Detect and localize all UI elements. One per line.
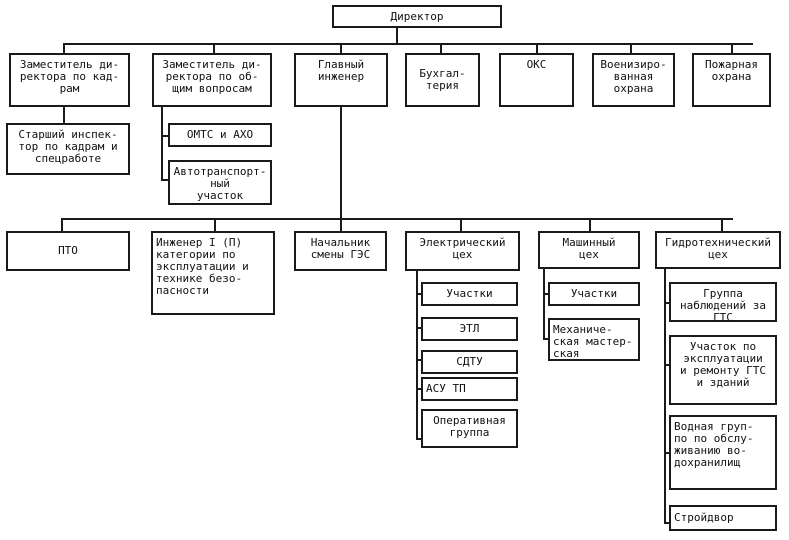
connector [460,218,462,232]
connector [543,293,550,295]
electric-sections-box: Участки [421,282,518,306]
connector [61,218,63,232]
chief-engineer-box: Главный инженер [294,53,388,107]
connector [664,522,670,524]
connector [664,268,666,524]
connector [161,179,169,181]
asu-tp-box: АСУ ТП [421,377,518,401]
hydro-shop-box: Гидротехнический цех [655,231,781,269]
connector [416,438,422,440]
connector [664,452,670,454]
fire-guard-box: Пожарная охрана [692,53,771,107]
connector [61,218,733,220]
gts-repair-box: Участок по эксплуатации и ремонту ГТС и … [669,335,777,405]
etl-box: ЭТЛ [421,317,518,341]
omts-aho-box: ОМТС и АХО [168,123,272,147]
connector [416,327,422,329]
accounting-box: Бухгал- терия [405,53,480,107]
motor-transport-box: Автотранспорт- ный участок [168,160,272,205]
connector [664,364,670,366]
connector [63,106,65,124]
mechanical-workshop-box: Механиче- ская мастер- ская [548,318,640,361]
connector [416,293,422,295]
connector [63,43,753,45]
connector [543,338,550,340]
connector [416,388,422,390]
connector [416,270,418,440]
connector [396,28,398,44]
electric-shop-box: Электрический цех [405,231,520,271]
machine-sections-box: Участки [548,282,640,306]
reservoir-group-box: Водная груп- по по обслу- живанию во- до… [669,415,777,490]
oks-box: ОКС [499,53,574,107]
connector [664,302,670,304]
paramilitary-guard-box: Военизиро- ванная охрана [592,53,675,107]
connector [416,359,422,361]
connector [340,43,342,55]
connector [536,43,538,55]
gts-monitoring-box: Группа наблюдений за ГТС [669,282,777,324]
connector [543,268,545,340]
senior-inspector-box: Старший инспек- тор по кадрам и спецрабо… [6,123,130,175]
connector [214,218,216,232]
connector [213,43,215,55]
pto-box: ПТО [6,231,130,271]
connector [63,43,65,55]
construction-yard-box: Стройдвор [669,505,777,531]
connector [161,135,169,137]
connector [589,218,591,232]
connector [731,43,733,55]
connector [440,43,442,55]
connector [340,106,342,234]
sdtu-box: СДТУ [421,350,518,374]
connector [721,218,723,232]
shift-chief-box: Начальник смены ГЭС [294,231,387,271]
machine-shop-box: Машинный цех [538,231,640,269]
connector [630,43,632,55]
director-box: Директор [332,5,502,28]
operative-group-box: Оперативная группа [421,409,518,448]
deputy-general-box: Заместитель ди- ректора по об- щим вопро… [152,53,272,107]
connector [161,106,163,181]
safety-engineer-box: Инженер I (П) категории по эксплуатации … [151,231,275,315]
deputy-hr-box: Заместитель ди- ректора по кад- рам [9,53,130,107]
